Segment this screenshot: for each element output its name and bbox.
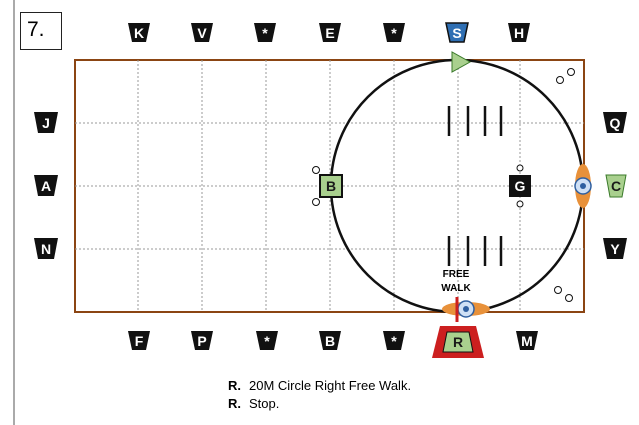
cone-icon	[312, 198, 320, 206]
test-number: 7.	[20, 12, 62, 50]
marker-b-arena: B	[319, 174, 343, 198]
right-markers: Q Y	[603, 112, 627, 259]
marker-c: C	[605, 174, 627, 198]
instruction-1: R. 20M Circle Right Free Walk.	[228, 378, 411, 393]
free-walk-line1: FREE	[442, 269, 470, 280]
horse-bottom-icon	[442, 297, 490, 322]
cone-icon	[516, 200, 524, 208]
top-markers: K V * E * S H	[128, 22, 530, 43]
free-walk-line2: WALK	[441, 283, 471, 294]
direction-arrow-icon	[451, 51, 472, 73]
marker-bottom-3: *	[264, 333, 270, 349]
marker-left-3: N	[41, 241, 51, 257]
marker-top-4: E	[325, 25, 334, 41]
instruction-1-text: 20M Circle Right Free Walk.	[249, 378, 412, 393]
left-markers: J A N	[34, 112, 58, 259]
instruction-2-text: Stop.	[249, 396, 280, 411]
marker-bottom-2: P	[197, 333, 206, 349]
marker-c-label: C	[611, 178, 621, 194]
marker-g-arena-label: G	[515, 178, 526, 194]
instruction-2: R. Stop.	[228, 396, 279, 411]
marker-left-2: A	[41, 178, 51, 194]
horse-right-icon	[574, 164, 592, 208]
cone-icon	[554, 286, 562, 294]
marker-b-arena-label: B	[326, 178, 336, 194]
marker-right-1: Q	[610, 115, 621, 131]
marker-top-1: K	[134, 25, 144, 41]
marker-left-1: J	[42, 115, 50, 131]
bottom-markers: F P * B * R M	[128, 326, 538, 358]
free-walk-label: FREE WALK	[430, 268, 482, 296]
cone-icon	[567, 68, 575, 76]
cone-icon	[516, 164, 524, 172]
instruction-1-letter: R.	[228, 378, 241, 393]
marker-bottom-5: *	[391, 333, 397, 349]
marker-top-2: V	[197, 25, 207, 41]
marker-bottom-7: M	[521, 333, 533, 349]
marker-g-arena: G	[509, 175, 531, 197]
marker-right-3: Y	[610, 241, 620, 257]
marker-bottom-1: F	[135, 333, 144, 349]
poles-top	[447, 106, 503, 136]
marker-top-6: S	[452, 25, 461, 41]
poles-bottom	[447, 236, 503, 266]
marker-bottom-4: B	[325, 333, 335, 349]
cone-icon	[312, 166, 320, 174]
cones	[312, 68, 575, 302]
arena-grid	[75, 60, 584, 312]
instruction-2-letter: R.	[228, 396, 241, 411]
cone-icon	[556, 76, 564, 84]
marker-top-7: H	[514, 25, 524, 41]
marker-bottom-6: R	[453, 334, 463, 350]
marker-top-3: *	[262, 25, 268, 41]
marker-top-5: *	[391, 25, 397, 41]
cone-icon	[565, 294, 573, 302]
